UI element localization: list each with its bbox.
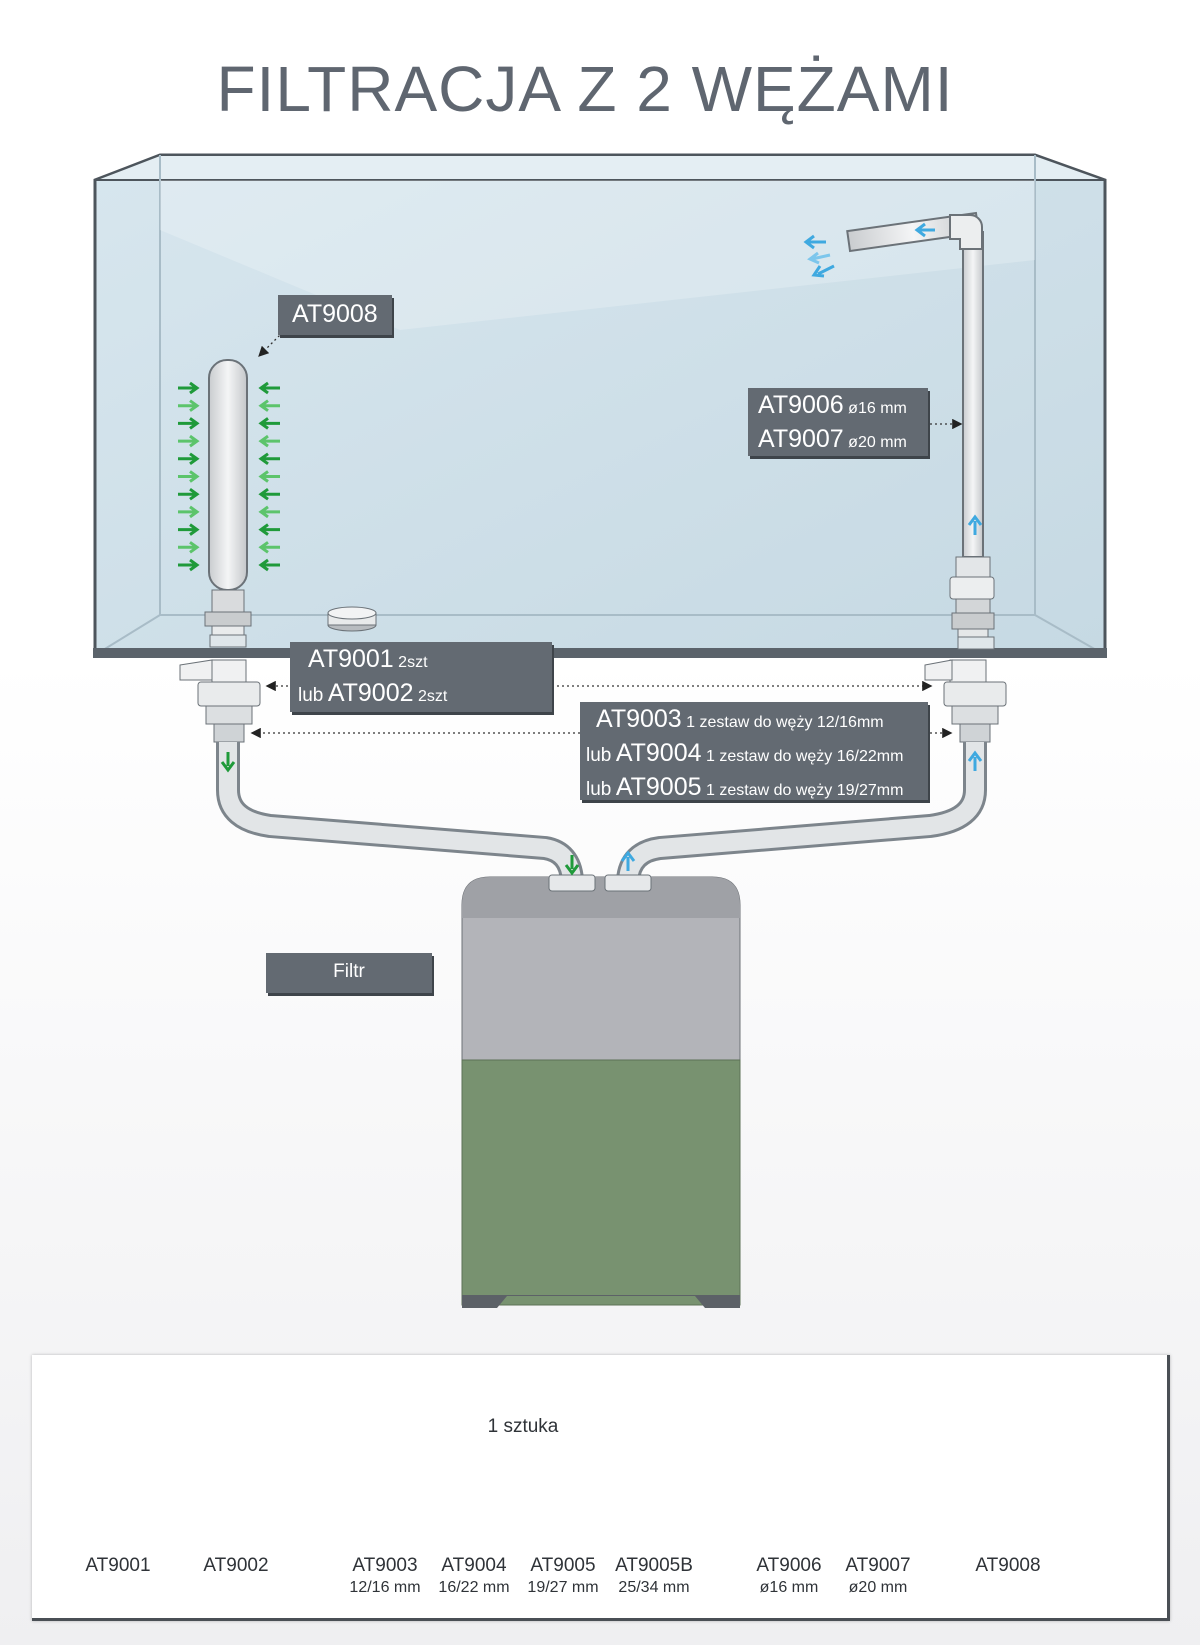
legend-at9005-code: AT9005 (530, 1555, 596, 1576)
tag-at9006-line: AT9006 ø16 mm (758, 390, 918, 424)
legend-item-at9005: AT9005 19/27 mm (519, 1555, 607, 1597)
left-valve (179, 634, 261, 743)
tag-at9008-code: AT9008 (292, 300, 378, 328)
tag-at9001-qty: 2szt (398, 654, 428, 671)
tag-at9002-qty: 2szt (417, 688, 448, 705)
inflow-arrow-left (178, 470, 200, 483)
inflow-arrows (178, 381, 280, 572)
legend-at9006-size: ø16 mm (759, 1579, 819, 1596)
tag-filter-label: Filtr (333, 961, 365, 982)
inflow-arrow-left (178, 452, 200, 466)
legend-item-at9002: AT9002 (188, 1555, 284, 1577)
tag-at9001-at9002: AT9001 2szt lub AT9002 2szt (290, 642, 552, 712)
tag-at9007-code: AT9007 (758, 425, 844, 453)
legend-item-at9004: AT9004 16/22 mm (430, 1555, 518, 1597)
inflow-arrow-right (258, 505, 280, 519)
tag-at9003-desc: 1 zestaw do węży 12/16mm (686, 714, 884, 731)
legend-item-at9006: AT9006 ø16 mm (746, 1555, 832, 1597)
legend-at9007-code: AT9007 (845, 1555, 911, 1576)
legend-at9006-code: AT9006 (756, 1555, 822, 1576)
tag-at9002-prefix: lub (298, 685, 324, 706)
legend-item-at9007: AT9007 ø20 mm (835, 1555, 921, 1597)
tag-at9001-code: AT9001 (308, 645, 394, 673)
inflow-arrow-right (258, 452, 280, 466)
tag-at9005-code: AT9005 (615, 773, 702, 801)
inflow-arrow-right (258, 434, 280, 448)
tag-at9007-size: ø20 mm (848, 434, 907, 451)
legend-note: 1 sztuka (487, 1416, 559, 1437)
tag-at9004-desc: 1 zestaw do węży 16/22mm (705, 748, 904, 765)
tag-at9005-line: lub AT9005 1 zestaw do węży 19/27mm (586, 772, 922, 806)
tag-at9003-code: AT9003 (596, 705, 682, 733)
flow-arrows (220, 222, 983, 876)
legend-at9002-code: AT9002 (203, 1555, 269, 1576)
inflow-arrow-right (258, 381, 280, 395)
tag-at9004-code: AT9004 (615, 739, 702, 767)
intake-strainer (204, 359, 252, 641)
legend-at9004-code: AT9004 (441, 1555, 507, 1576)
legend-at9005b-code: AT9005B (615, 1555, 693, 1576)
legend-at9003-size: 12/16 mm (349, 1579, 421, 1596)
legend-item-at9003: AT9003 12/16 mm (341, 1555, 429, 1597)
return-pipe (846, 211, 995, 642)
tag-at9002-code: AT9002 (327, 679, 414, 707)
inflow-arrow-left (178, 434, 200, 448)
legend-at9005-size: 19/27 mm (527, 1579, 599, 1596)
tag-at9006-at9007: AT9006 ø16 mm AT9007 ø20 mm (748, 388, 928, 456)
inflow-arrow-right (258, 541, 280, 554)
inflow-arrow-left (178, 505, 200, 519)
inflow-arrow-left (178, 541, 200, 554)
legend-item-at9008: AT9008 (960, 1555, 1056, 1577)
tag-at9001-line: AT9001 2szt (298, 644, 544, 678)
tag-at9005-prefix: lub (586, 779, 612, 800)
tag-at9004-line: lub AT9004 1 zestaw do węży 16/22mm (586, 738, 922, 772)
legend-item-at9005b: AT9005B 25/34 mm (608, 1555, 700, 1597)
legend-at9007-size: ø20 mm (848, 1579, 908, 1596)
inflow-arrow-left (178, 523, 200, 536)
legend-at9008-code: AT9008 (975, 1555, 1041, 1576)
inflow-arrow-left (178, 381, 200, 395)
inflow-arrow-right (258, 470, 280, 483)
tag-at9008: AT9008 (278, 295, 392, 335)
page-title: FILTRACJA Z 2 WĘŻAMI (216, 53, 954, 125)
inflow-arrow-right (258, 487, 280, 501)
tag-hose-connectors: AT9003 1 zestaw do węży 12/16mm lub AT90… (580, 702, 928, 801)
inflow-arrow-left (178, 399, 200, 412)
tag-at9007-line: AT9007 ø20 mm (758, 424, 918, 458)
inflow-arrow-right (258, 558, 280, 572)
inflow-arrow-left (178, 487, 200, 501)
inflow-arrow-left (178, 558, 200, 572)
tag-at9002-line: lub AT9002 2szt (298, 678, 544, 712)
aquarium-tank (93, 153, 1107, 658)
tag-at9005-desc: 1 zestaw do węży 19/27mm (705, 782, 904, 799)
inflow-arrow-left (178, 417, 200, 430)
tag-at9003-line: AT9003 1 zestaw do węży 12/16mm (586, 704, 922, 738)
parts-legend (32, 1355, 1170, 1621)
tag-filter: Filtr (266, 953, 432, 993)
inflow-arrow-right (258, 417, 280, 430)
legend-at9003-code: AT9003 (352, 1555, 418, 1576)
tag-at9004-prefix: lub (586, 745, 612, 766)
filter-canister (461, 874, 741, 1308)
bottom-plug (327, 606, 377, 632)
legend-at9001-code: AT9001 (85, 1555, 151, 1576)
tag-at9006-code: AT9006 (758, 391, 844, 419)
legend-at9004-size: 16/22 mm (438, 1579, 510, 1596)
inflow-arrow-right (258, 523, 280, 536)
legend-item-at9001: AT9001 (70, 1555, 166, 1577)
inflow-arrow-right (258, 399, 280, 412)
legend-at9005b-size: 25/34 mm (618, 1579, 690, 1596)
pointer-lines (250, 331, 963, 739)
tag-at9006-size: ø16 mm (848, 400, 907, 417)
